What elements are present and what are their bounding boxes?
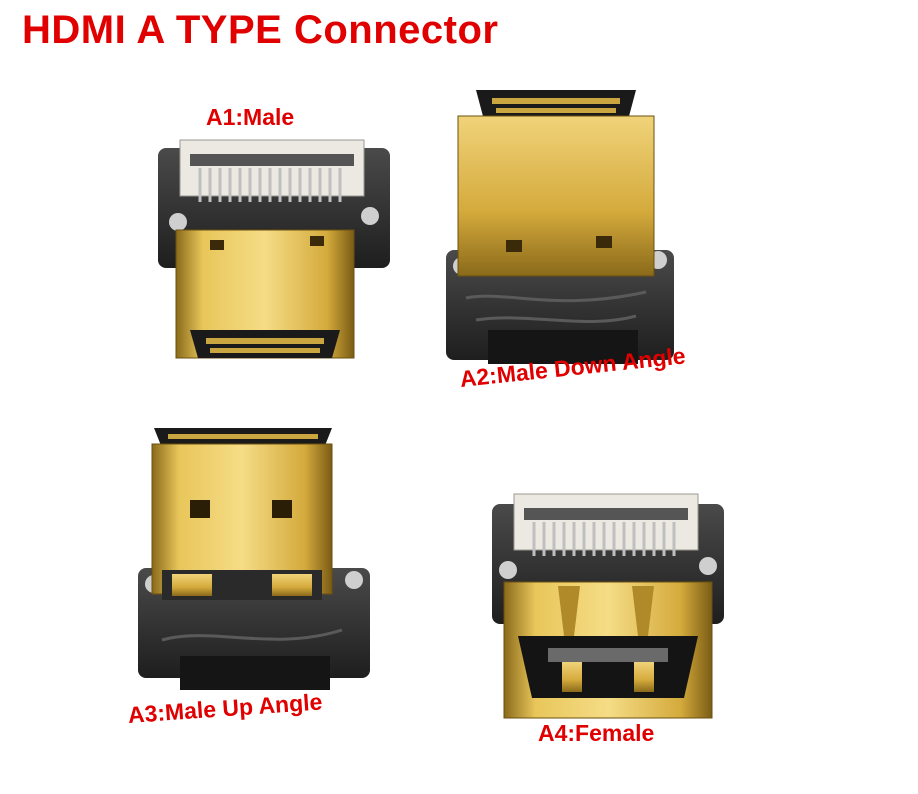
page-title: HDMI A TYPE Connector (22, 8, 499, 52)
a4-female-label: A4:Female (538, 720, 655, 746)
a2-male-down-angle-connector-image (446, 90, 674, 364)
a1-male-connector-image (158, 139, 390, 359)
a1-male-label: A1:Male (206, 104, 295, 130)
a4-female-connector-image (492, 493, 724, 719)
a3-male-up-angle-connector-image (138, 428, 370, 690)
